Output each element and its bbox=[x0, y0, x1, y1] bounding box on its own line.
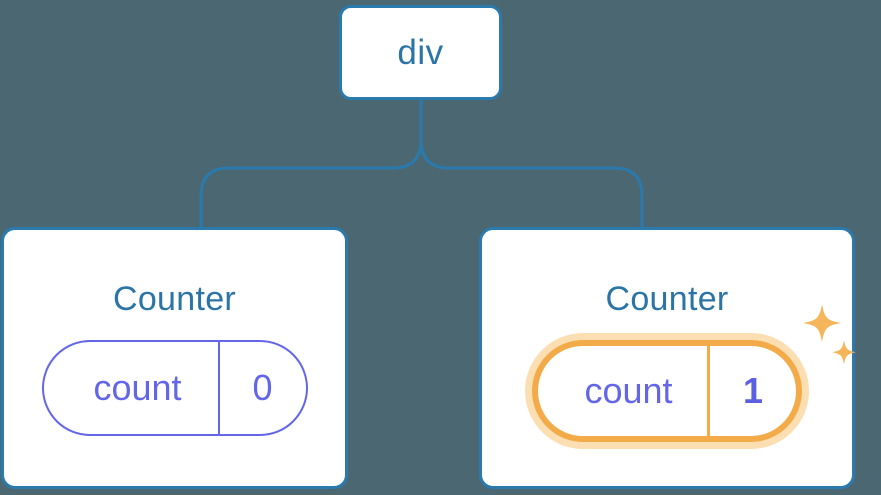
state-badge-left[interactable]: count 0 bbox=[41, 340, 308, 436]
connector-right-branch bbox=[419, 98, 644, 231]
state-badge-right[interactable]: count 1 bbox=[532, 340, 802, 442]
state-badge-left-wrap: count 0 bbox=[41, 340, 308, 436]
node-counter-left-title: Counter bbox=[112, 280, 237, 318]
state-key-right: count bbox=[538, 346, 710, 436]
sparkles-group bbox=[803, 304, 856, 365]
node-counter-left[interactable]: Counter count 0 bbox=[1, 227, 348, 489]
state-value-right: 1 bbox=[742, 370, 764, 411]
sparkle-large-icon bbox=[803, 304, 841, 342]
node-counter-right[interactable]: Counter count 1 bbox=[479, 227, 856, 489]
connector-left-branch bbox=[199, 138, 423, 231]
sparkle-small-icon bbox=[832, 340, 856, 365]
node-div[interactable]: div bbox=[339, 5, 502, 100]
node-counter-right-title: Counter bbox=[605, 280, 729, 318]
state-badge-right-wrap: count 1 bbox=[532, 304, 856, 442]
node-div-label: div bbox=[397, 33, 444, 72]
state-value-left: 0 bbox=[252, 367, 273, 408]
state-key-left: count bbox=[44, 342, 220, 434]
